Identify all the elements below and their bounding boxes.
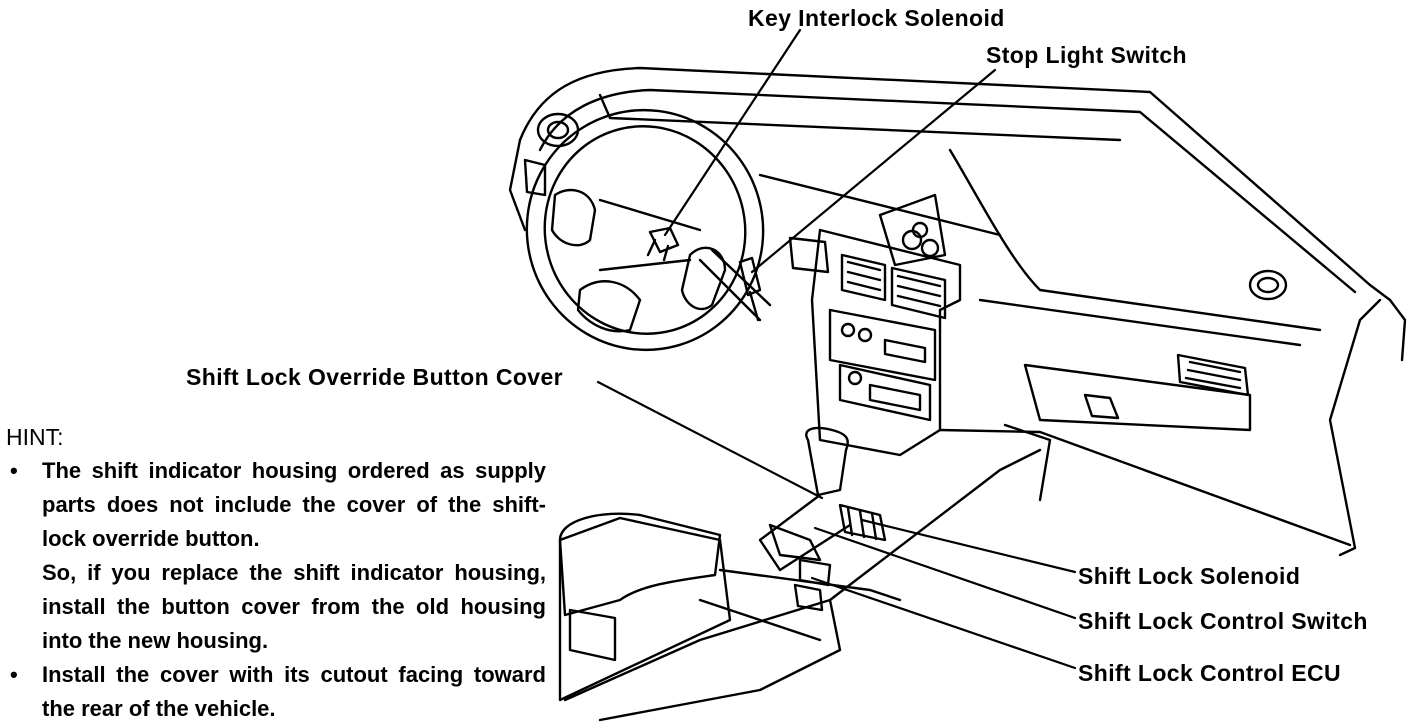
hint-item: • Install the cover with its cutout faci…	[6, 658, 546, 726]
leader-shift-lock-control-switch	[813, 526, 1077, 620]
label-shift-lock-solenoid: Shift Lock Solenoid	[1078, 563, 1301, 589]
leader-shift-lock-override-button-cover	[596, 380, 824, 500]
stop-light-switch-part	[738, 256, 762, 322]
dashboard-outline	[508, 66, 1407, 557]
leader-lines	[596, 28, 1077, 670]
floor-console	[558, 426, 1042, 722]
hint-item-text: So, if you replace the shift indicator h…	[42, 560, 546, 653]
hint-item: • The shift indicator housing ordered as…	[6, 454, 546, 658]
hint-item-text: Install the cover with its cutout facing…	[42, 662, 546, 721]
leader-key-interlock-solenoid	[663, 28, 802, 237]
bullet-icon: •	[10, 662, 18, 687]
label-stop-light-switch: Stop Light Switch	[986, 42, 1187, 68]
hint-item-text: The shift indicator housing ordered as s…	[42, 458, 546, 551]
label-shift-lock-control-ecu: Shift Lock Control ECU	[1078, 660, 1342, 686]
leader-shift-lock-solenoid	[860, 518, 1077, 574]
center-stack	[788, 193, 962, 457]
bullet-icon: •	[10, 458, 18, 483]
leader-stop-light-switch	[750, 68, 997, 274]
leader-shift-lock-control-ecu	[810, 576, 1077, 670]
label-shift-lock-control-switch: Shift Lock Control Switch	[1078, 608, 1368, 634]
label-shift-lock-override-button-cover: Shift Lock Override Button Cover	[186, 364, 564, 390]
hint-block: HINT: • The shift indicator housing orde…	[6, 420, 546, 726]
steering-wheel	[525, 108, 772, 352]
hint-title: HINT:	[6, 424, 64, 450]
label-key-interlock-solenoid: Key Interlock Solenoid	[748, 5, 1005, 31]
